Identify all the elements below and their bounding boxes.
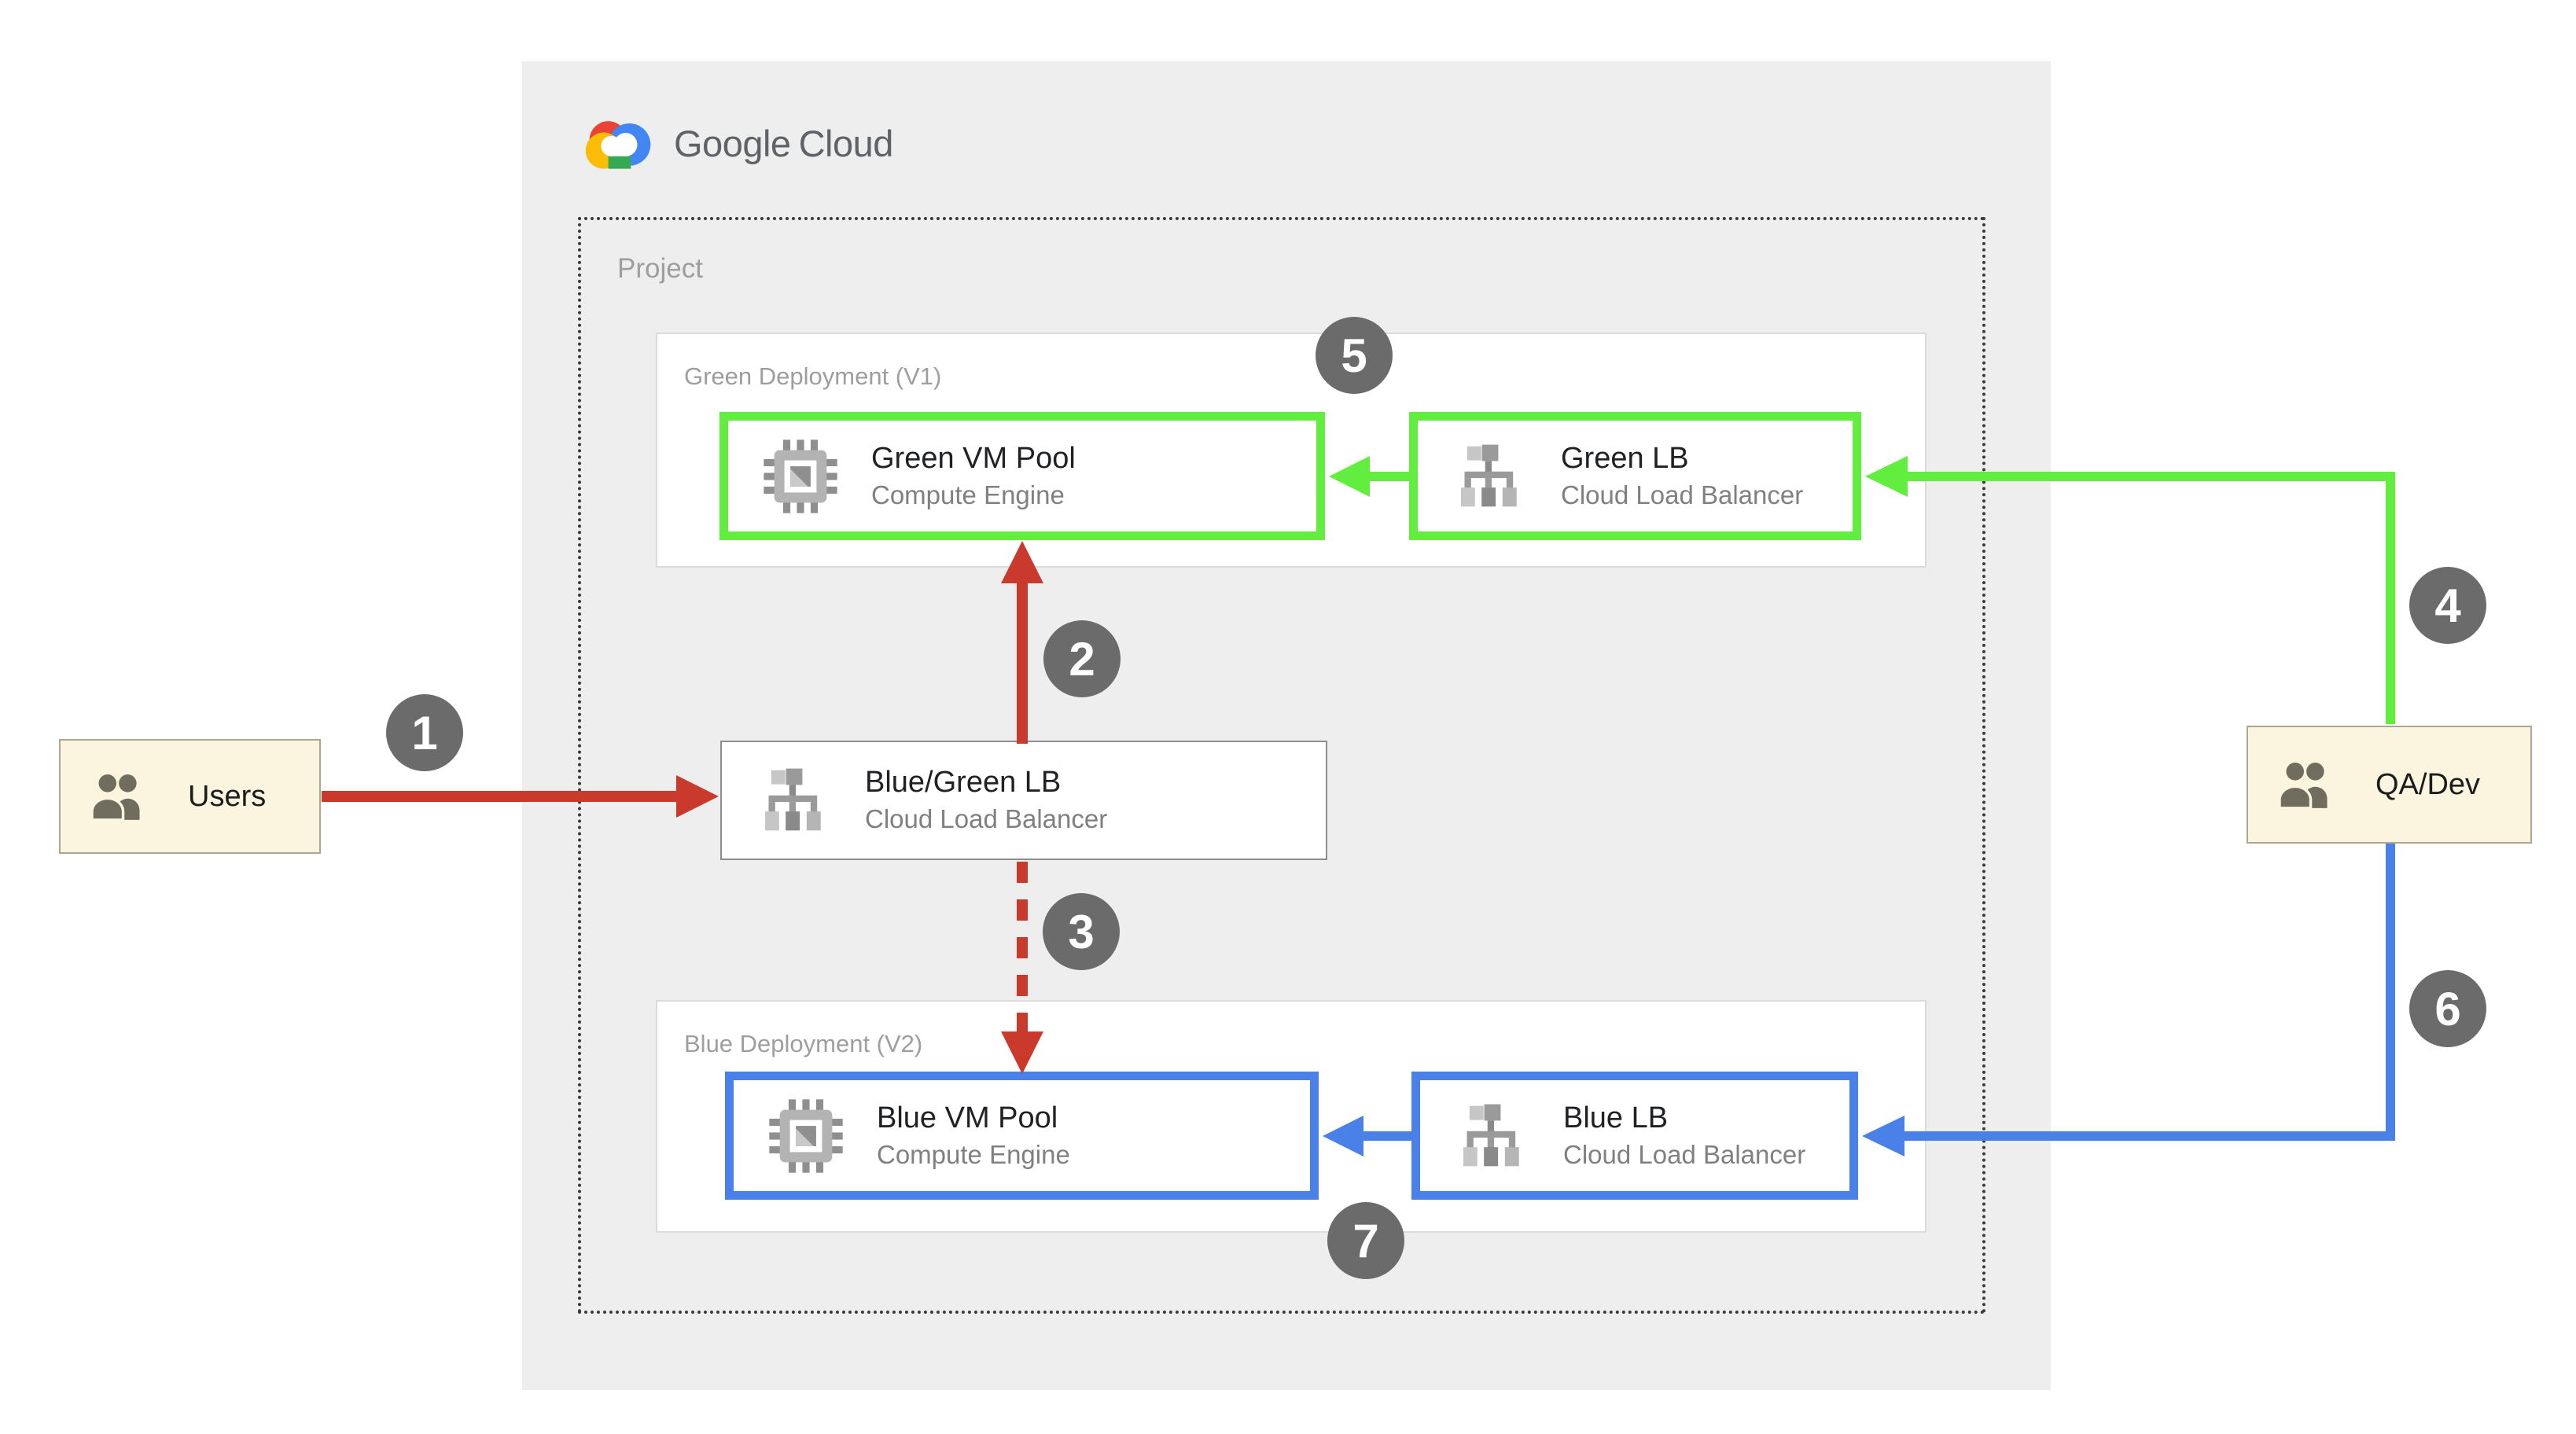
actor-label: Users [188,779,267,813]
compute-engine-icon [767,1097,845,1175]
node-subtitle: Cloud Load Balancer [865,804,1108,834]
google-cloud-icon [581,112,657,174]
users-icon [84,770,160,822]
load-balancer-icon [1453,1097,1532,1175]
node-title: Blue/Green LB [865,766,1062,800]
load-balancer-icon [755,761,834,840]
blue-vm-pool-node: Blue VM Pool Compute Engine [725,1072,1319,1200]
compute-engine-icon [761,437,840,516]
step-badge-5: 5 [1316,317,1393,394]
node-subtitle: Compute Engine [877,1139,1070,1169]
blue-green-lb-node: Blue/Green LB Cloud Load Balancer [720,741,1327,860]
node-title: Green VM Pool [871,441,1076,475]
node-subtitle: Compute Engine [871,480,1065,509]
node-text: Green LB Cloud Load Balancer [1561,443,1803,509]
node-title: Blue LB [1563,1101,1669,1134]
actor-label: QA/Dev [2375,767,2481,801]
users-actor-box: Users [59,739,321,854]
users-icon [2272,759,2347,811]
blue-deployment-label: Blue Deployment (V2) [684,1030,923,1057]
project-label: Project [617,253,703,284]
node-subtitle: Cloud Load Balancer [1563,1139,1806,1169]
step-badge-7: 7 [1327,1202,1404,1279]
project-boundary: Project [578,217,1985,1314]
step-badge-6: 6 [2409,970,2486,1047]
node-text: Blue/Green LB Cloud Load Balancer [865,767,1107,833]
node-title: Green LB [1561,441,1689,475]
node-title: Blue VM Pool [877,1101,1058,1134]
node-text: Green VM Pool Compute Engine [871,443,1076,509]
green-vm-pool-node: Green VM Pool Compute Engine [719,412,1325,540]
logo-word-google: Google [674,122,791,164]
step-badge-2: 2 [1043,620,1121,697]
logo-word-cloud: Cloud [798,122,894,164]
qa-dev-actor-box: QA/Dev [2247,726,2532,844]
node-subtitle: Cloud Load Balancer [1561,480,1804,509]
node-text: Blue VM Pool Compute Engine [877,1101,1070,1169]
step-badge-4: 4 [2409,567,2486,644]
step-badge-3: 3 [1043,893,1120,970]
blue-lb-node: Blue LB Cloud Load Balancer [1411,1072,1858,1200]
green-deployment-label: Green Deployment (V1) [684,362,942,390]
load-balancer-icon [1451,437,1529,516]
node-text: Blue LB Cloud Load Balancer [1563,1101,1806,1169]
green-lb-node: Green LB Cloud Load Balancer [1409,412,1861,540]
step-badge-1: 1 [386,694,463,771]
